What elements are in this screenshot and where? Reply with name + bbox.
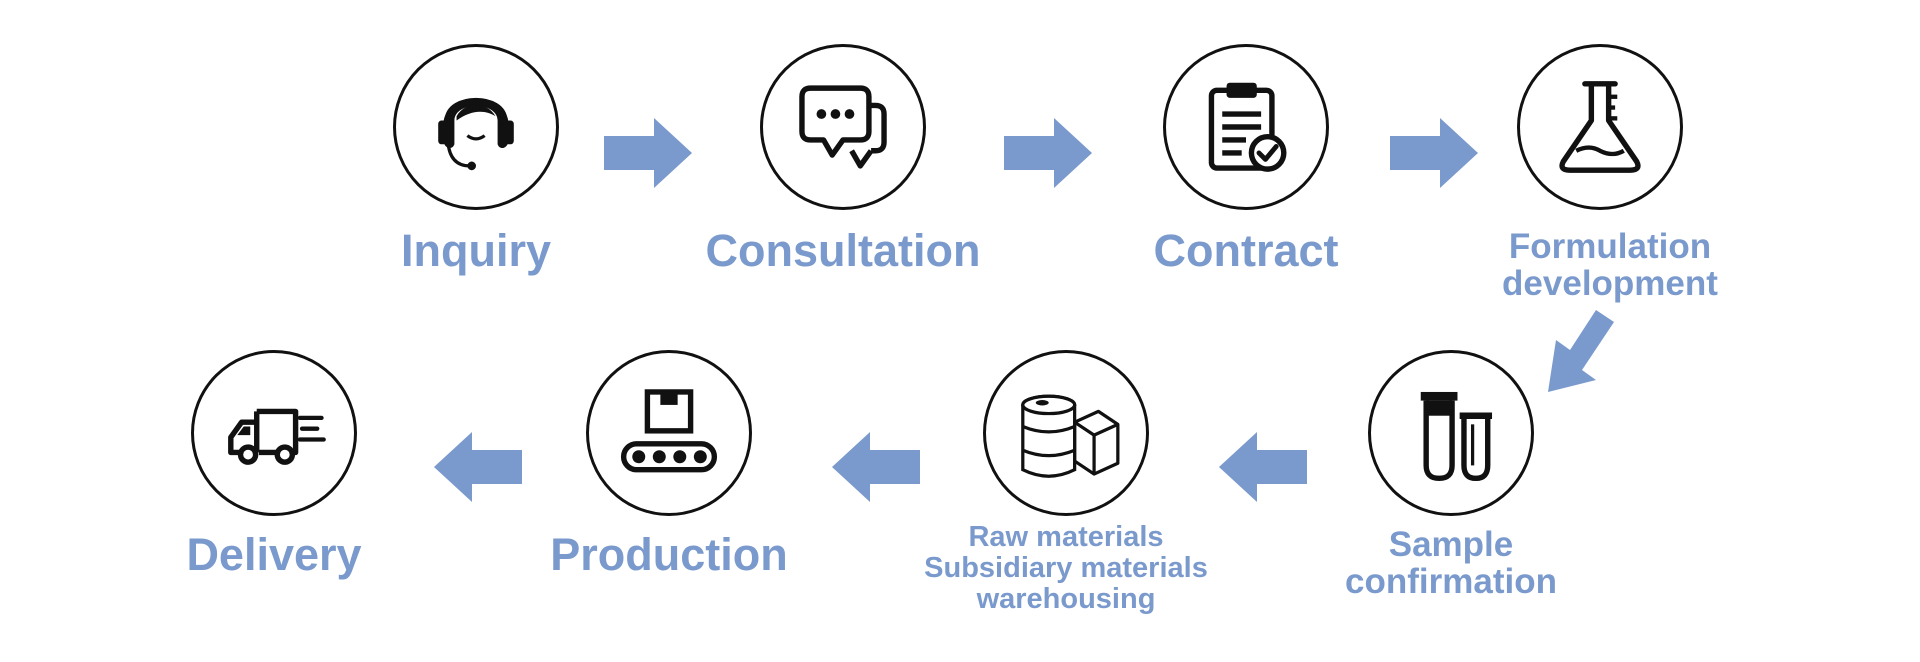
step-circle bbox=[983, 350, 1149, 516]
step-sample bbox=[1368, 350, 1534, 516]
step-circle bbox=[191, 350, 357, 516]
step-raw-materials bbox=[983, 350, 1149, 516]
step-label-inquiry: Inquiry bbox=[400, 225, 551, 276]
label-line: confirmation bbox=[1345, 562, 1557, 601]
label-line: warehousing bbox=[976, 583, 1156, 615]
label-line: Sample bbox=[1388, 525, 1514, 564]
step-circle bbox=[1163, 44, 1329, 210]
step-contract bbox=[1163, 44, 1329, 210]
step-formulation bbox=[1517, 44, 1683, 210]
arrow-right-3 bbox=[1390, 118, 1478, 188]
step-label-contract: Contract bbox=[1153, 225, 1339, 276]
step-inquiry bbox=[393, 44, 559, 210]
step-label-raw-materials: Raw materials Subsidiary materials wareh… bbox=[896, 522, 1236, 615]
arrow-right-2 bbox=[1004, 118, 1092, 188]
step-label-formulation: Formulation development bbox=[1460, 228, 1760, 302]
step-label-sample: Sample confirmation bbox=[1301, 526, 1601, 600]
headset-agent-icon bbox=[438, 98, 514, 171]
label-line: Raw materials bbox=[968, 521, 1164, 553]
step-label-production: Production bbox=[550, 529, 788, 580]
delivery-truck-icon bbox=[228, 408, 326, 465]
arrow-right-1 bbox=[604, 118, 692, 188]
clipboard-check-icon bbox=[1208, 82, 1287, 172]
step-circle bbox=[1368, 350, 1534, 516]
step-label-delivery: Delivery bbox=[186, 529, 362, 580]
step-consultation bbox=[760, 44, 926, 210]
conveyor-belt-icon bbox=[620, 389, 718, 473]
arrow-left-2 bbox=[832, 432, 920, 502]
step-circle bbox=[1517, 44, 1683, 210]
barrel-box-icon bbox=[1021, 394, 1120, 478]
step-circle bbox=[586, 350, 752, 516]
test-tubes-icon bbox=[1420, 391, 1493, 482]
step-circle bbox=[393, 44, 559, 210]
arrow-left-3 bbox=[434, 432, 522, 502]
arrow-down-left bbox=[1548, 310, 1614, 392]
step-circle bbox=[760, 44, 926, 210]
label-line: Subsidiary materials bbox=[924, 552, 1208, 584]
step-delivery bbox=[191, 350, 357, 516]
step-production bbox=[586, 350, 752, 516]
flask-icon bbox=[1559, 81, 1641, 173]
arrow-left-1 bbox=[1219, 432, 1307, 502]
label-line: Formulation bbox=[1508, 227, 1712, 266]
step-label-consultation: Consultation bbox=[705, 225, 981, 276]
label-line: development bbox=[1502, 264, 1718, 303]
chat-bubbles-icon bbox=[799, 85, 887, 169]
